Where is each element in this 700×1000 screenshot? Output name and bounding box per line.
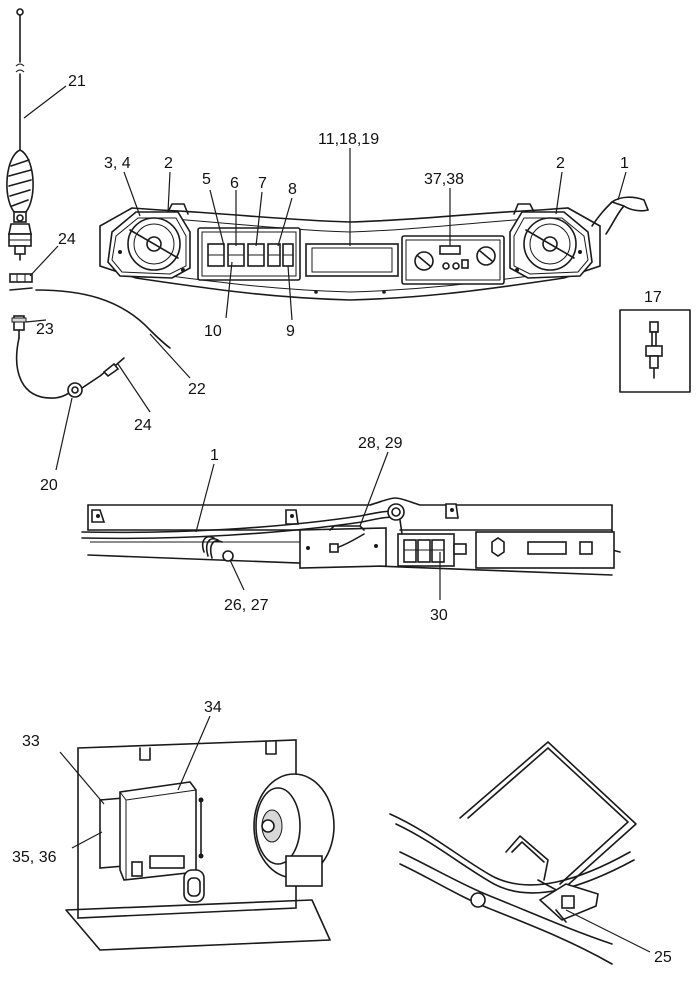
callout-30: 30 xyxy=(430,607,448,624)
header-rail-assembly xyxy=(81,497,621,576)
callout-22: 22 xyxy=(188,381,206,398)
callout-3-4: 3, 4 xyxy=(104,155,131,172)
overhead-console xyxy=(99,196,650,301)
callout-34: 34 xyxy=(204,699,222,716)
fuse-detail-box xyxy=(619,309,691,393)
seat-frame-assembly xyxy=(389,741,637,965)
callout-17: 17 xyxy=(644,289,662,306)
callout-28-29: 28, 29 xyxy=(358,435,403,452)
callout-7: 7 xyxy=(258,175,267,192)
leader-lines xyxy=(23,85,651,953)
callout-11-18-19: 11,18,19 xyxy=(318,131,379,148)
callout-6: 6 xyxy=(230,175,239,192)
callout-20: 20 xyxy=(40,477,58,494)
callout-26-27: 26, 27 xyxy=(224,597,269,614)
callout-35-36: 35, 36 xyxy=(12,849,57,866)
callout-23: 23 xyxy=(36,321,54,338)
callout-5: 5 xyxy=(202,171,211,188)
callout-9: 9 xyxy=(286,323,295,340)
callout-37-38: 37,38 xyxy=(424,171,464,188)
callout-1-top: 1 xyxy=(620,155,629,172)
callout-8: 8 xyxy=(288,181,297,198)
callout-10: 10 xyxy=(204,323,222,340)
cab-panel-module-assembly xyxy=(65,739,335,951)
callout-33: 33 xyxy=(22,733,40,750)
callout-24-top: 24 xyxy=(58,231,76,248)
antenna-assembly xyxy=(6,8,171,399)
callout-2-right: 2 xyxy=(556,155,565,172)
callout-1-mid: 1 xyxy=(210,447,219,464)
callout-24-bottom: 24 xyxy=(134,417,152,434)
callout-21: 21 xyxy=(68,73,86,90)
callout-25: 25 xyxy=(654,949,672,966)
callout-2-left: 2 xyxy=(164,155,173,172)
callout-labels: 21 3, 4 2 5 6 7 8 11,18,19 37,38 2 1 24 … xyxy=(12,73,672,966)
